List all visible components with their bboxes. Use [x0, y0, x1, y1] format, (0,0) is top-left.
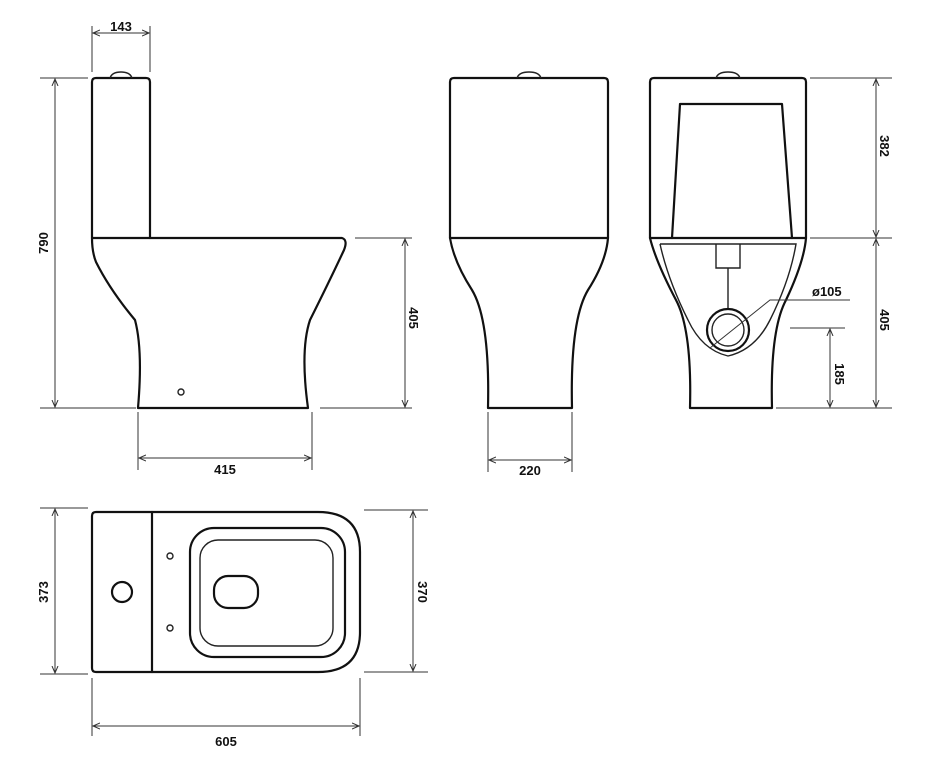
outlet-pipe: [705, 307, 751, 353]
bowl-inner: [199, 539, 334, 647]
back-bowl-inner: [659, 243, 797, 357]
dim-total-height: 790: [36, 232, 51, 254]
dim-bowl-height-side: 405: [406, 307, 421, 329]
front-tank-button: [516, 71, 542, 79]
dim-bowl-width: 370: [415, 581, 430, 603]
top-outline: [90, 510, 362, 674]
back-tank-inner: [670, 102, 794, 240]
flush-button-hole: [110, 580, 134, 604]
bowl-outlet: [212, 574, 260, 610]
front-tank: [448, 76, 610, 240]
side-bowl: [90, 236, 347, 410]
dim-total-length: 605: [215, 734, 237, 749]
front-view: [448, 71, 610, 410]
side-view: [90, 71, 347, 410]
side-fixing-hole: [177, 388, 185, 396]
dim-bowl-height-back: 405: [877, 309, 892, 331]
dim-tank-width: 373: [36, 581, 51, 603]
seat-hole-bottom: [166, 624, 174, 632]
dim-base-width: 220: [519, 463, 541, 478]
back-tank: [648, 76, 808, 240]
dim-outlet-diameter: ø105: [812, 284, 842, 299]
front-bowl: [448, 236, 610, 410]
bowl-rim: [188, 526, 347, 659]
top-view: [90, 510, 362, 674]
side-tank-button: [109, 71, 133, 79]
dim-outlet-height: 185: [832, 363, 847, 385]
dim-tank-height: 382: [877, 135, 892, 157]
outlet-pipe-inner: [711, 313, 745, 347]
dim-bowl-depth: 415: [214, 462, 236, 477]
side-tank: [90, 76, 152, 240]
dimensions: 143 790 405 415 220 382 405 ø105 185 373: [36, 19, 892, 749]
back-view: [648, 71, 808, 410]
dim-tank-depth: 143: [110, 19, 132, 34]
seat-hole-top: [166, 552, 174, 560]
back-tank-button: [715, 71, 741, 79]
back-bowl: [648, 236, 808, 410]
